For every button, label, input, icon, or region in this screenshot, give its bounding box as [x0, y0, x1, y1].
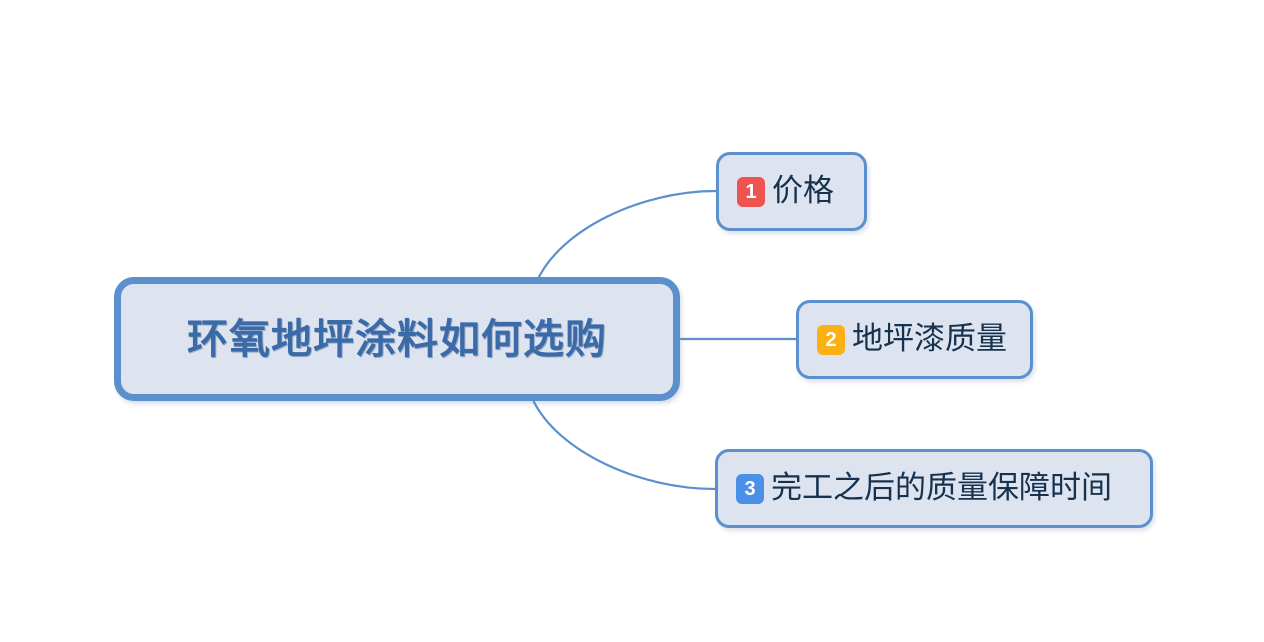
- branch-badge-2: 2: [817, 324, 845, 355]
- branch-node-price[interactable]: 1 价格: [716, 152, 867, 231]
- connector-to-warranty: [531, 398, 717, 491]
- branch-content-warranty: 3 完工之后的质量保障时间: [718, 471, 1130, 505]
- connector-to-price: [535, 189, 718, 283]
- branch-label-quality: 地坪漆质量: [852, 321, 1007, 357]
- branch-badge-3: 3: [736, 473, 764, 504]
- branch-content-price: 1 价格: [719, 174, 852, 208]
- branch-content-quality: 2 地坪漆质量: [799, 322, 1025, 356]
- branch-node-warranty[interactable]: 3 完工之后的质量保障时间: [715, 449, 1153, 528]
- root-node-label: 环氧地坪涂料如何选购: [187, 315, 607, 362]
- branch-badge-1: 1: [737, 176, 765, 207]
- branch-node-quality[interactable]: 2 地坪漆质量: [796, 300, 1033, 379]
- root-node[interactable]: 环氧地坪涂料如何选购: [114, 277, 680, 401]
- branch-label-price: 价格: [772, 173, 834, 209]
- branch-label-warranty: 完工之后的质量保障时间: [771, 470, 1112, 506]
